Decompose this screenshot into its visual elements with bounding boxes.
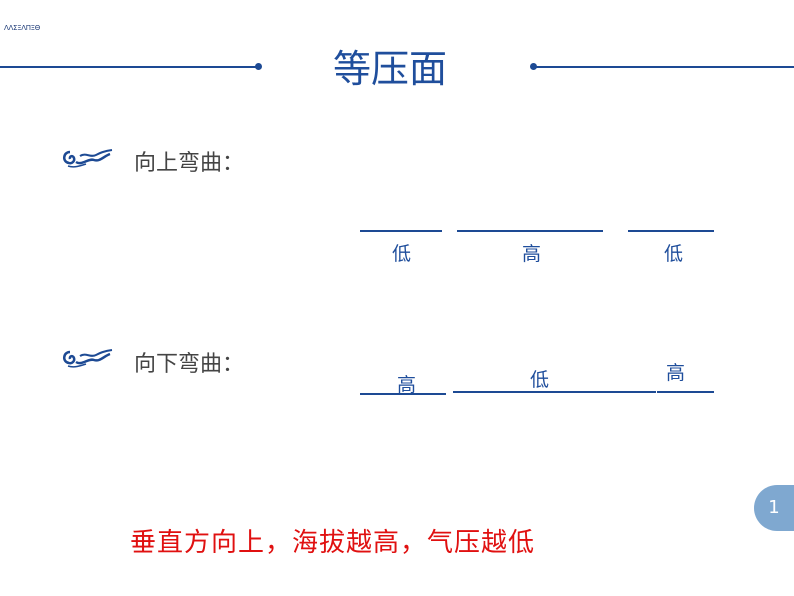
- title-dot-right: [530, 63, 537, 70]
- isobar-segment: [657, 391, 714, 393]
- title-line-right: [534, 66, 794, 68]
- position-label: 低: [530, 369, 550, 391]
- position-label: 高: [522, 243, 542, 265]
- position-label: 高: [666, 362, 686, 384]
- page-title: 等压面: [332, 47, 447, 91]
- position-label: 高: [397, 374, 417, 396]
- position-label: 低: [664, 243, 684, 265]
- logo: ΛΛΣΞΛΠΞΘ: [4, 24, 41, 32]
- cloud-swirl-icon: [63, 349, 113, 368]
- isobar-segment: [457, 230, 603, 232]
- title-line-left: [0, 66, 258, 68]
- isobar-segment: [453, 391, 656, 393]
- isobar-segment: [360, 393, 446, 395]
- item-label-upward: 向上弯曲：: [134, 151, 245, 176]
- conclusion-text: 垂直方向上，海拔越高，气压越低: [130, 528, 536, 558]
- item-label-downward: 向下弯曲：: [134, 352, 245, 377]
- isobar-segment: [628, 230, 714, 232]
- page-number-badge: 1: [754, 485, 794, 531]
- title-dot-left: [255, 63, 262, 70]
- isobar-segment: [360, 230, 442, 232]
- cloud-swirl-icon: [63, 149, 113, 168]
- position-label: 低: [392, 243, 412, 265]
